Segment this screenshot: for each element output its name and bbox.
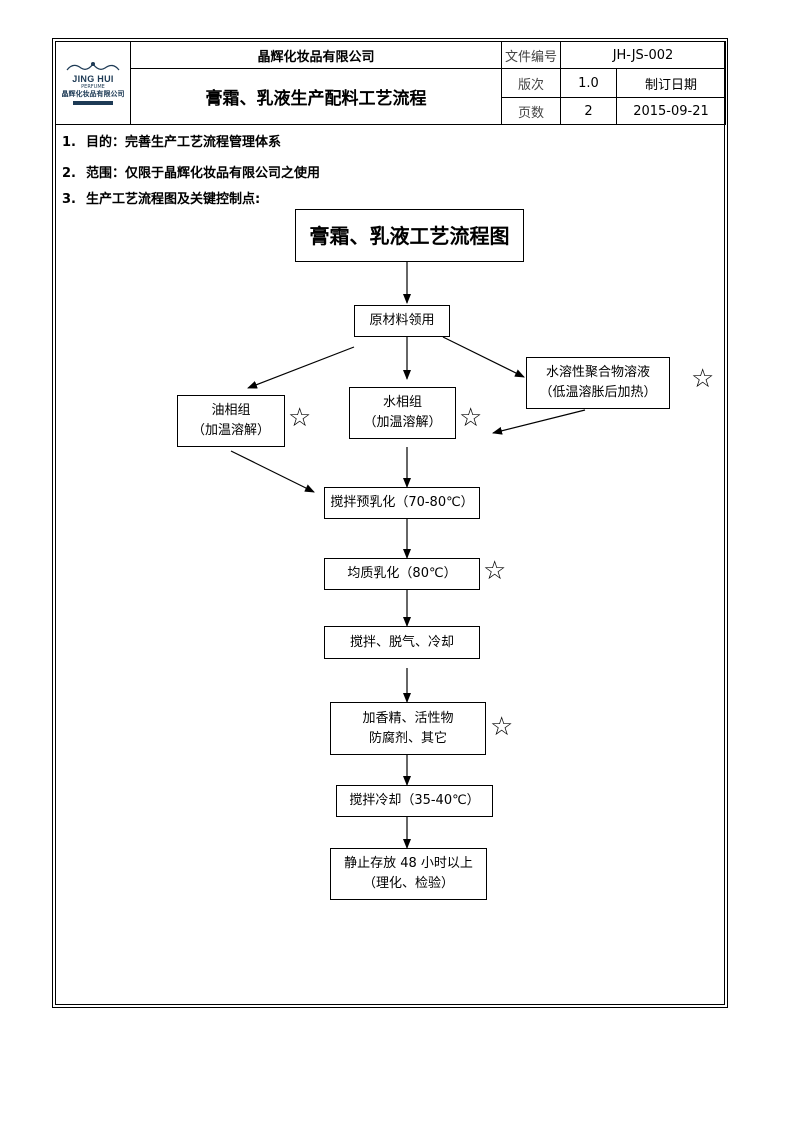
logo-sub-text: PERFUME — [81, 83, 105, 90]
node-line: （理化、检验） — [362, 876, 454, 891]
section-text: 目的：完善生产工艺流程管理体系 — [86, 135, 282, 150]
node-line: （加温溶解） — [191, 423, 270, 438]
control-point-star-icon: ☆ — [490, 712, 514, 742]
arrow-oil-to-preemulsify — [230, 450, 315, 493]
flowchart-title: 膏霜、乳液工艺流程图 — [295, 209, 524, 262]
document-header-table: JING HUI PERFUME 晶辉化妆品有限公司 晶辉化妆品有限公司 文件编… — [55, 41, 726, 125]
node-line: 水相组 — [382, 395, 422, 410]
logo-brand-text: JING HUI — [72, 73, 114, 84]
company-name: 晶辉化妆品有限公司 — [130, 41, 502, 69]
control-point-star-icon: ☆ — [459, 403, 483, 433]
logo-company-text: 晶辉化妆品有限公司 — [61, 89, 125, 98]
node-pre-emulsify: 搅拌预乳化（70-80℃） — [324, 487, 480, 519]
section-number: 3. — [62, 192, 76, 207]
node-line: 油相组 — [211, 403, 251, 418]
flowchart-title-text: 膏霜、乳液工艺流程图 — [309, 223, 510, 248]
logo-ornament-icon — [66, 61, 120, 70]
section-scope: 2. 范围：仅限于晶辉化妆品有限公司之使用 — [62, 162, 320, 181]
node-polymer-solution: 水溶性聚合物溶液 （低温溶胀后加热） — [526, 357, 670, 409]
node-line: 防腐剂、其它 — [368, 730, 447, 746]
section-text: 生产工艺流程图及关键控制点: — [86, 192, 261, 207]
version-value: 1.0 — [560, 68, 617, 98]
document-title: 膏霜、乳液生产配料工艺流程 — [130, 68, 502, 125]
node-degas-cool: 搅拌、脱气、冷却 — [324, 626, 480, 659]
node-line: 均质乳化（80℃） — [347, 566, 457, 581]
pages-value: 2 — [560, 97, 617, 125]
node-oil-phase: 油相组 （加温溶解） — [177, 395, 285, 447]
node-rest-48h: 静止存放 48 小时以上 （理化、检验） — [330, 848, 487, 900]
doc-no-value: JH-JS-002 — [560, 41, 726, 69]
node-line: 搅拌、脱气、冷却 — [349, 634, 454, 650]
node-line: （加温溶解） — [363, 415, 442, 430]
control-point-star-icon: ☆ — [691, 364, 715, 394]
arrow-receive-to-oil — [247, 346, 355, 389]
company-logo: JING HUI PERFUME 晶辉化妆品有限公司 — [55, 41, 131, 125]
node-stir-cool: 搅拌冷却（35-40℃） — [336, 785, 493, 817]
version-label: 版次 — [501, 68, 561, 98]
logo-underline-icon — [73, 100, 113, 105]
section-text: 范围：仅限于晶辉化妆品有限公司之使用 — [86, 166, 321, 181]
node-add-additives: 加香精、活性物 防腐剂、其它 — [330, 702, 486, 755]
section-number: 2. — [62, 166, 76, 181]
node-line: 加香精、活性物 — [362, 710, 454, 726]
node-line: 搅拌冷却（35-40℃） — [349, 793, 480, 808]
control-point-star-icon: ☆ — [288, 403, 312, 433]
node-line: 搅拌预乳化（70-80℃） — [330, 495, 474, 510]
arrow-polymer-to-water — [492, 409, 586, 435]
page-outer-border — [52, 38, 728, 1008]
section-number: 1. — [62, 135, 76, 150]
pages-label: 页数 — [501, 97, 561, 125]
node-homogenize: 均质乳化（80℃） — [324, 558, 480, 590]
arrow-receive-to-polymer — [442, 336, 525, 378]
node-line: 静止存放 48 小时以上 — [344, 856, 473, 871]
revision-date-value: 2015-09-21 — [616, 97, 726, 125]
node-receive-materials: 原材料领用 — [354, 305, 450, 337]
control-point-star-icon: ☆ — [483, 556, 507, 586]
node-water-phase: 水相组 （加温溶解） — [349, 387, 456, 439]
section-purpose: 1. 目的：完善生产工艺流程管理体系 — [62, 131, 281, 150]
node-line: （低温溶胀后加热） — [539, 385, 657, 400]
section-flowchart-heading: 3. 生产工艺流程图及关键控制点: — [62, 188, 260, 207]
node-line: 水溶性聚合物溶液 — [545, 365, 650, 380]
node-line: 原材料领用 — [369, 313, 435, 328]
